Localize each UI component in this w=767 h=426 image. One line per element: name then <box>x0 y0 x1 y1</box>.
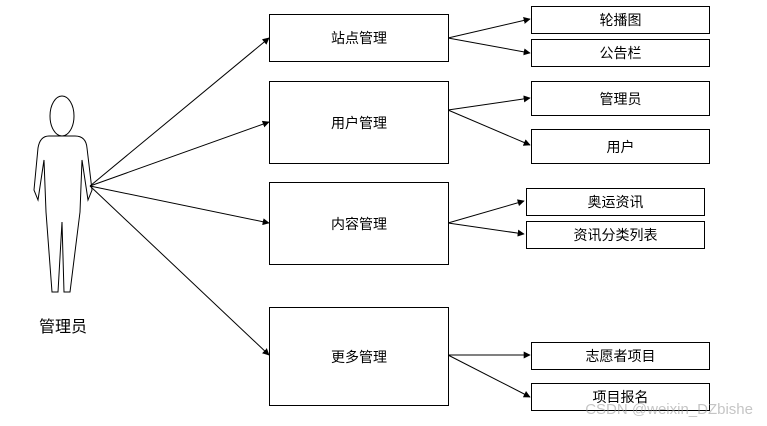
arrow-actor-to-more <box>89 185 270 356</box>
actor-figure <box>33 95 93 293</box>
leaf-administrator: 管理员 <box>531 81 710 116</box>
arrow-actor-to-user <box>89 120 270 187</box>
arrow-more-to-registration <box>447 354 531 398</box>
arrow-actor-to-site <box>89 37 270 187</box>
category-user-management: 用户管理 <box>269 81 449 164</box>
arrow-site-to-notice <box>447 37 531 56</box>
actor-label: 管理员 <box>38 317 87 336</box>
arrow-content-to-news <box>447 199 525 224</box>
leaf-project-registration: 项目报名 <box>531 383 710 411</box>
category-content-management: 内容管理 <box>269 182 449 265</box>
arrow-user-to-admin <box>447 95 531 111</box>
category-site-management: 站点管理 <box>269 14 449 62</box>
watermark: CSDN @weixin_DZbishe <box>585 401 753 418</box>
category-more-management: 更多管理 <box>269 307 449 406</box>
leaf-notice-board: 公告栏 <box>531 39 710 67</box>
arrow-content-to-category-list <box>447 222 525 237</box>
leaf-news-category-list: 资讯分类列表 <box>526 221 705 249</box>
leaf-carousel: 轮播图 <box>531 6 710 34</box>
arrow-site-to-carousel <box>447 17 531 39</box>
leaf-volunteer-project: 志愿者项目 <box>531 342 710 370</box>
leaf-olympic-news: 奥运资讯 <box>526 188 705 216</box>
arrow-user-to-user <box>447 109 531 146</box>
leaf-user: 用户 <box>531 129 710 164</box>
arrow-actor-to-content <box>89 185 270 226</box>
